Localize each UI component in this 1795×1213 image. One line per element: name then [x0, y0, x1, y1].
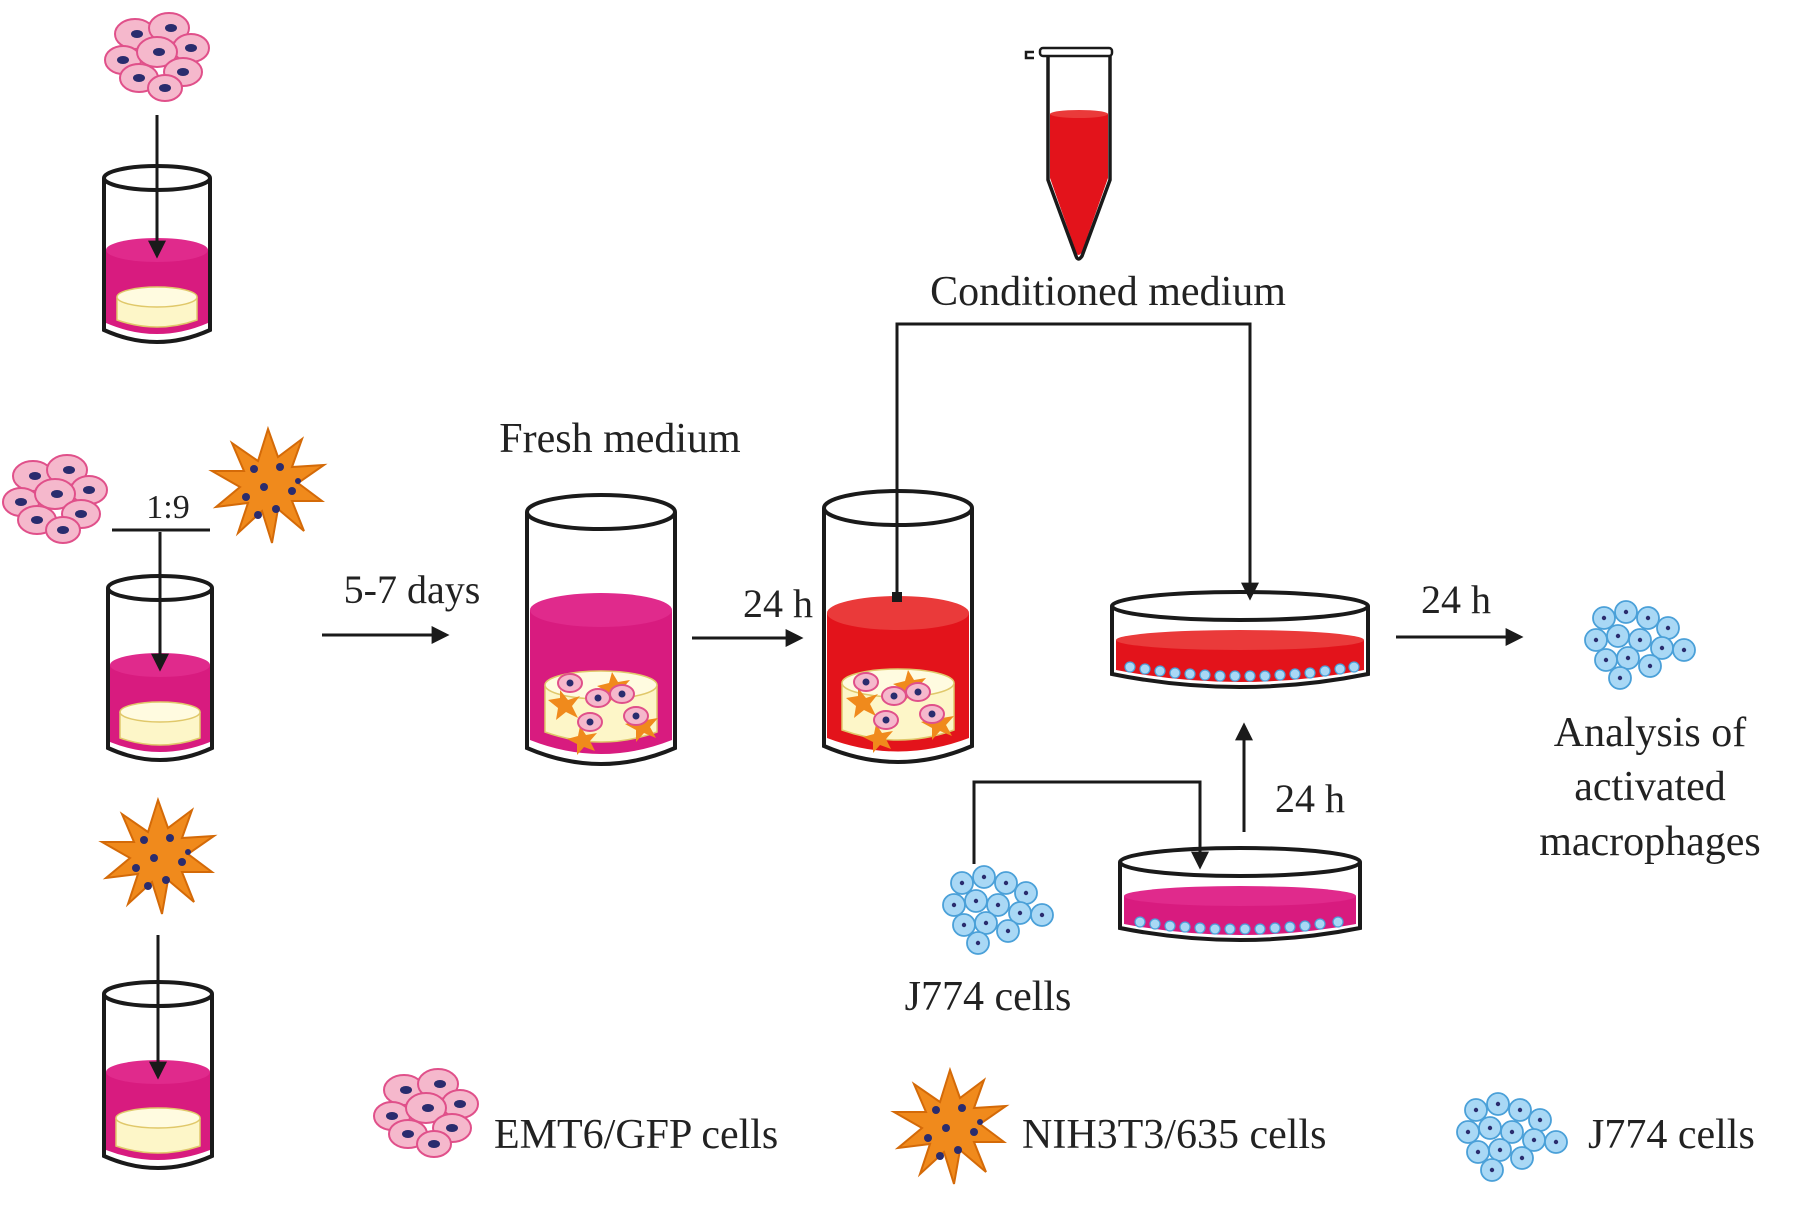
ratio-label: 1:9 [146, 489, 189, 526]
well-coculture: 1:9 [2, 428, 325, 762]
legend-label-emt6: EMT6/GFP cells [494, 1112, 778, 1158]
fresh-medium-label: Fresh medium [499, 416, 741, 462]
emt6-cells-icon [2, 454, 108, 544]
h1-label: 24 h [743, 581, 813, 626]
legend-item-emt6: EMT6/GFP cells [373, 1068, 778, 1158]
days-label: 5-7 days [344, 567, 481, 612]
well-emt6-mono [102, 12, 212, 344]
legend: EMT6/GFP cells NIH3T3/635 cells J774 cel… [373, 1068, 1755, 1185]
legend-item-j774: J774 cells [1456, 1092, 1755, 1182]
nih3t3-cells-icon [211, 428, 325, 544]
fresh-medium-vessel [525, 493, 677, 766]
nih3t3-cells-icon [893, 1069, 1007, 1185]
arrow-seed-j774 [972, 780, 1209, 870]
legend-item-nih3t3: NIH3T3/635 cells [893, 1069, 1326, 1185]
analysis-label-line-2: activated [1574, 764, 1726, 810]
arrow-conditioned-transfer [895, 322, 1259, 601]
emt6-cells-icon [104, 12, 210, 102]
activated-macrophages-icon [1584, 600, 1696, 690]
j774-cells-icon [942, 865, 1054, 955]
j774-cells-label: J774 cells [905, 974, 1072, 1020]
dish-j774 [1118, 846, 1362, 942]
h3-label: 24 h [1421, 577, 1491, 622]
well-nih3t3-mono [101, 799, 215, 1170]
legend-label-nih3t3: NIH3T3/635 cells [1022, 1112, 1326, 1158]
nih3t3-cells-icon [101, 799, 215, 915]
j774-cells-icon [1456, 1092, 1568, 1182]
conditioned-medium-label: Conditioned medium [930, 269, 1286, 315]
dish-treated [1110, 590, 1370, 689]
analysis-label-line-3: macrophages [1539, 819, 1761, 865]
analysis-label-line-1: Analysis of [1554, 710, 1747, 756]
emt6-cells-icon [373, 1068, 479, 1158]
h2-label: 24 h [1275, 776, 1345, 821]
conditioned-medium-tube [1024, 46, 1114, 261]
legend-label-j774: J774 cells [1588, 1112, 1755, 1158]
